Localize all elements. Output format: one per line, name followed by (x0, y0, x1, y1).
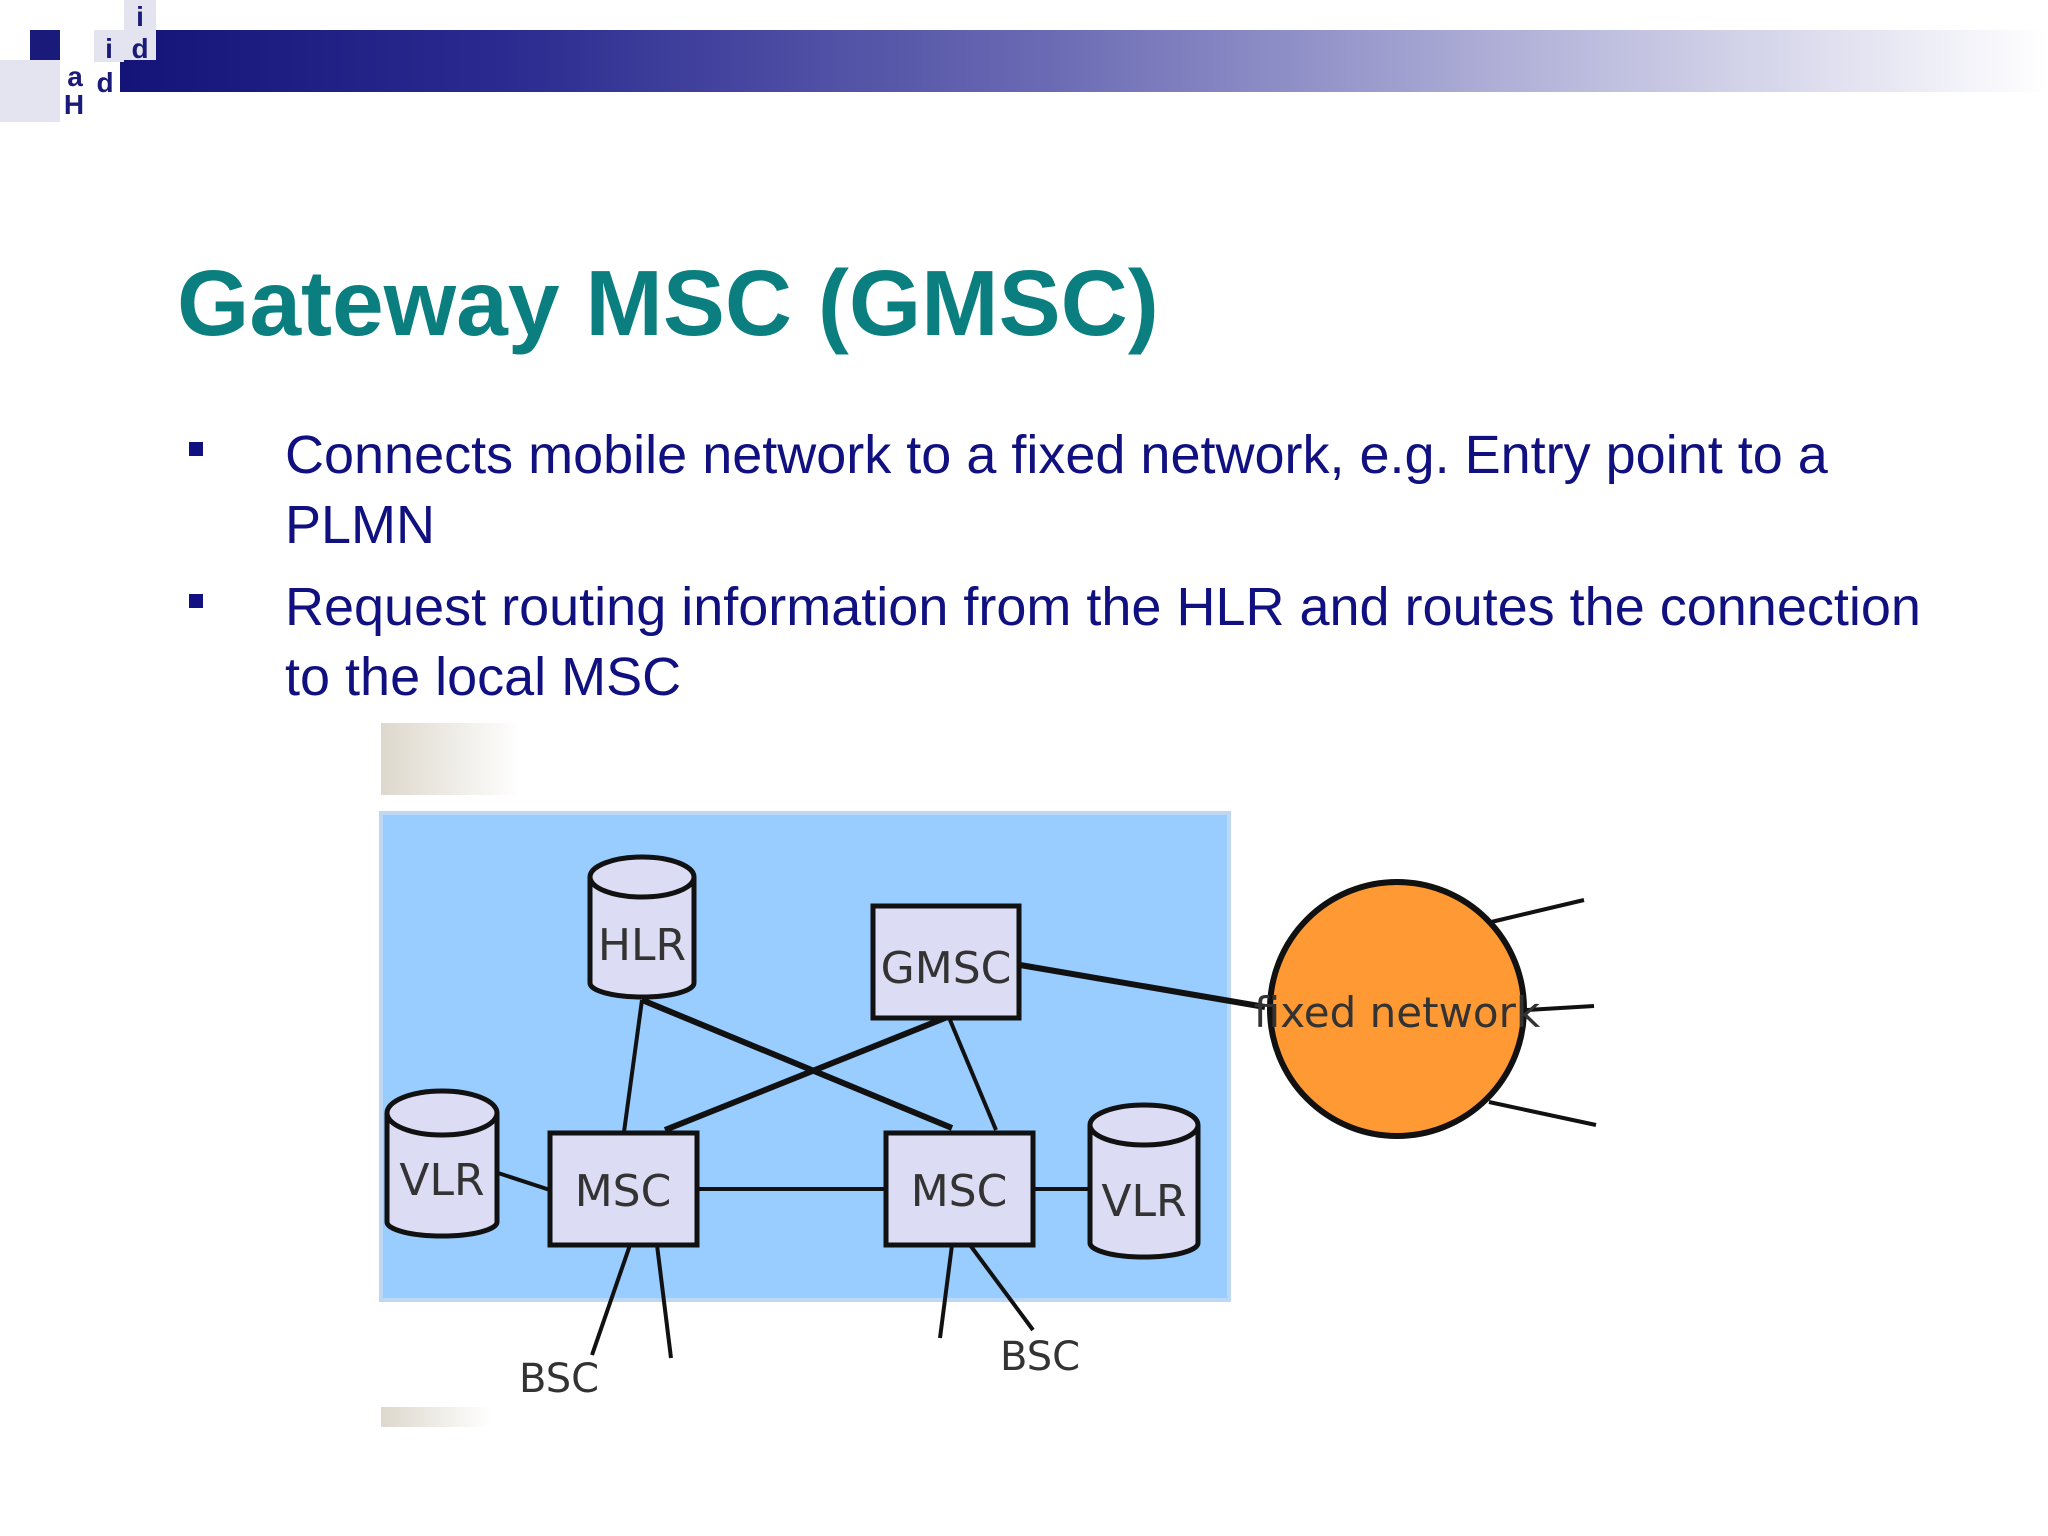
square-bullet-icon (189, 594, 203, 608)
msc-right-node: MSC (883, 1130, 1036, 1248)
vlr-left-database-icon: VLR (384, 1088, 500, 1239)
link-fixed-network-out (1486, 898, 1585, 925)
msc-right-label: MSC (911, 1166, 1008, 1217)
logo-square-light-3 (124, 0, 156, 60)
logo-letter: d (96, 67, 114, 98)
logo: i i d a d H (0, 0, 160, 125)
msc-left-node: MSC (547, 1130, 700, 1248)
hlr-label: HLR (598, 920, 686, 971)
link-msc-left-down (655, 1244, 673, 1359)
link-hlr-msc-right (640, 997, 954, 1131)
gmsc-node: GMSC (870, 903, 1022, 1021)
figure-shadow (381, 723, 521, 795)
vlr-left-label: VLR (399, 1155, 484, 1206)
vlr-right-label: VLR (1101, 1176, 1186, 1227)
link-fixed-network-out (1488, 1100, 1597, 1127)
slide-title: Gateway MSC (GMSC) (177, 251, 1159, 355)
logo-letter: i (136, 1, 144, 32)
bullet-list: Connects mobile network to a fixed netwo… (180, 420, 1940, 724)
logo-square-dark (30, 30, 60, 60)
header-gradient-bar (120, 30, 2048, 92)
fixed-network-label: fixed network (1254, 988, 1541, 1037)
link-msc-right-bsc (968, 1243, 1035, 1332)
bullet-text: Connects mobile network to a fixed netwo… (285, 425, 1828, 555)
vlr-right-database-icon: VLR (1087, 1102, 1201, 1260)
logo-letter: d (131, 33, 149, 64)
bsc-right-label: BSC (1000, 1334, 1080, 1380)
logo-letter: i (105, 33, 113, 64)
logo-square-light (0, 60, 60, 122)
bullet-item: Request routing information from the HLR… (180, 572, 1940, 712)
link-gmsc-msc-left (663, 1015, 947, 1133)
hlr-database-icon: HLR (587, 854, 697, 1000)
gmsc-label: GMSC (881, 943, 1012, 994)
link-msc-left-bsc (590, 1244, 632, 1356)
logo-square-light-2 (94, 30, 124, 62)
figure-shadow (381, 1407, 491, 1427)
fixed-network-node: fixed network (1254, 879, 1541, 1139)
connection-lines (494, 898, 1597, 1359)
logo-letter: a (67, 61, 83, 92)
logo-square-blank (60, 92, 92, 122)
link-gmsc-fixed-network (1019, 962, 1266, 1010)
link-vlr-msc-left (494, 1170, 551, 1192)
link-fixed-network-out (1526, 1004, 1595, 1012)
square-bullet-icon (189, 442, 203, 456)
logo-letter: H (63, 89, 85, 120)
link-gmsc-msc-right (948, 1019, 998, 1131)
bullet-text: Request routing information from the HLR… (285, 577, 1921, 707)
bullet-item: Connects mobile network to a fixed netwo… (180, 420, 1940, 560)
link-msc-right-down (938, 1244, 954, 1339)
bsc-left-label: BSC (519, 1356, 599, 1402)
msc-left-label: MSC (575, 1166, 672, 1217)
link-hlr-msc-left (622, 999, 644, 1133)
